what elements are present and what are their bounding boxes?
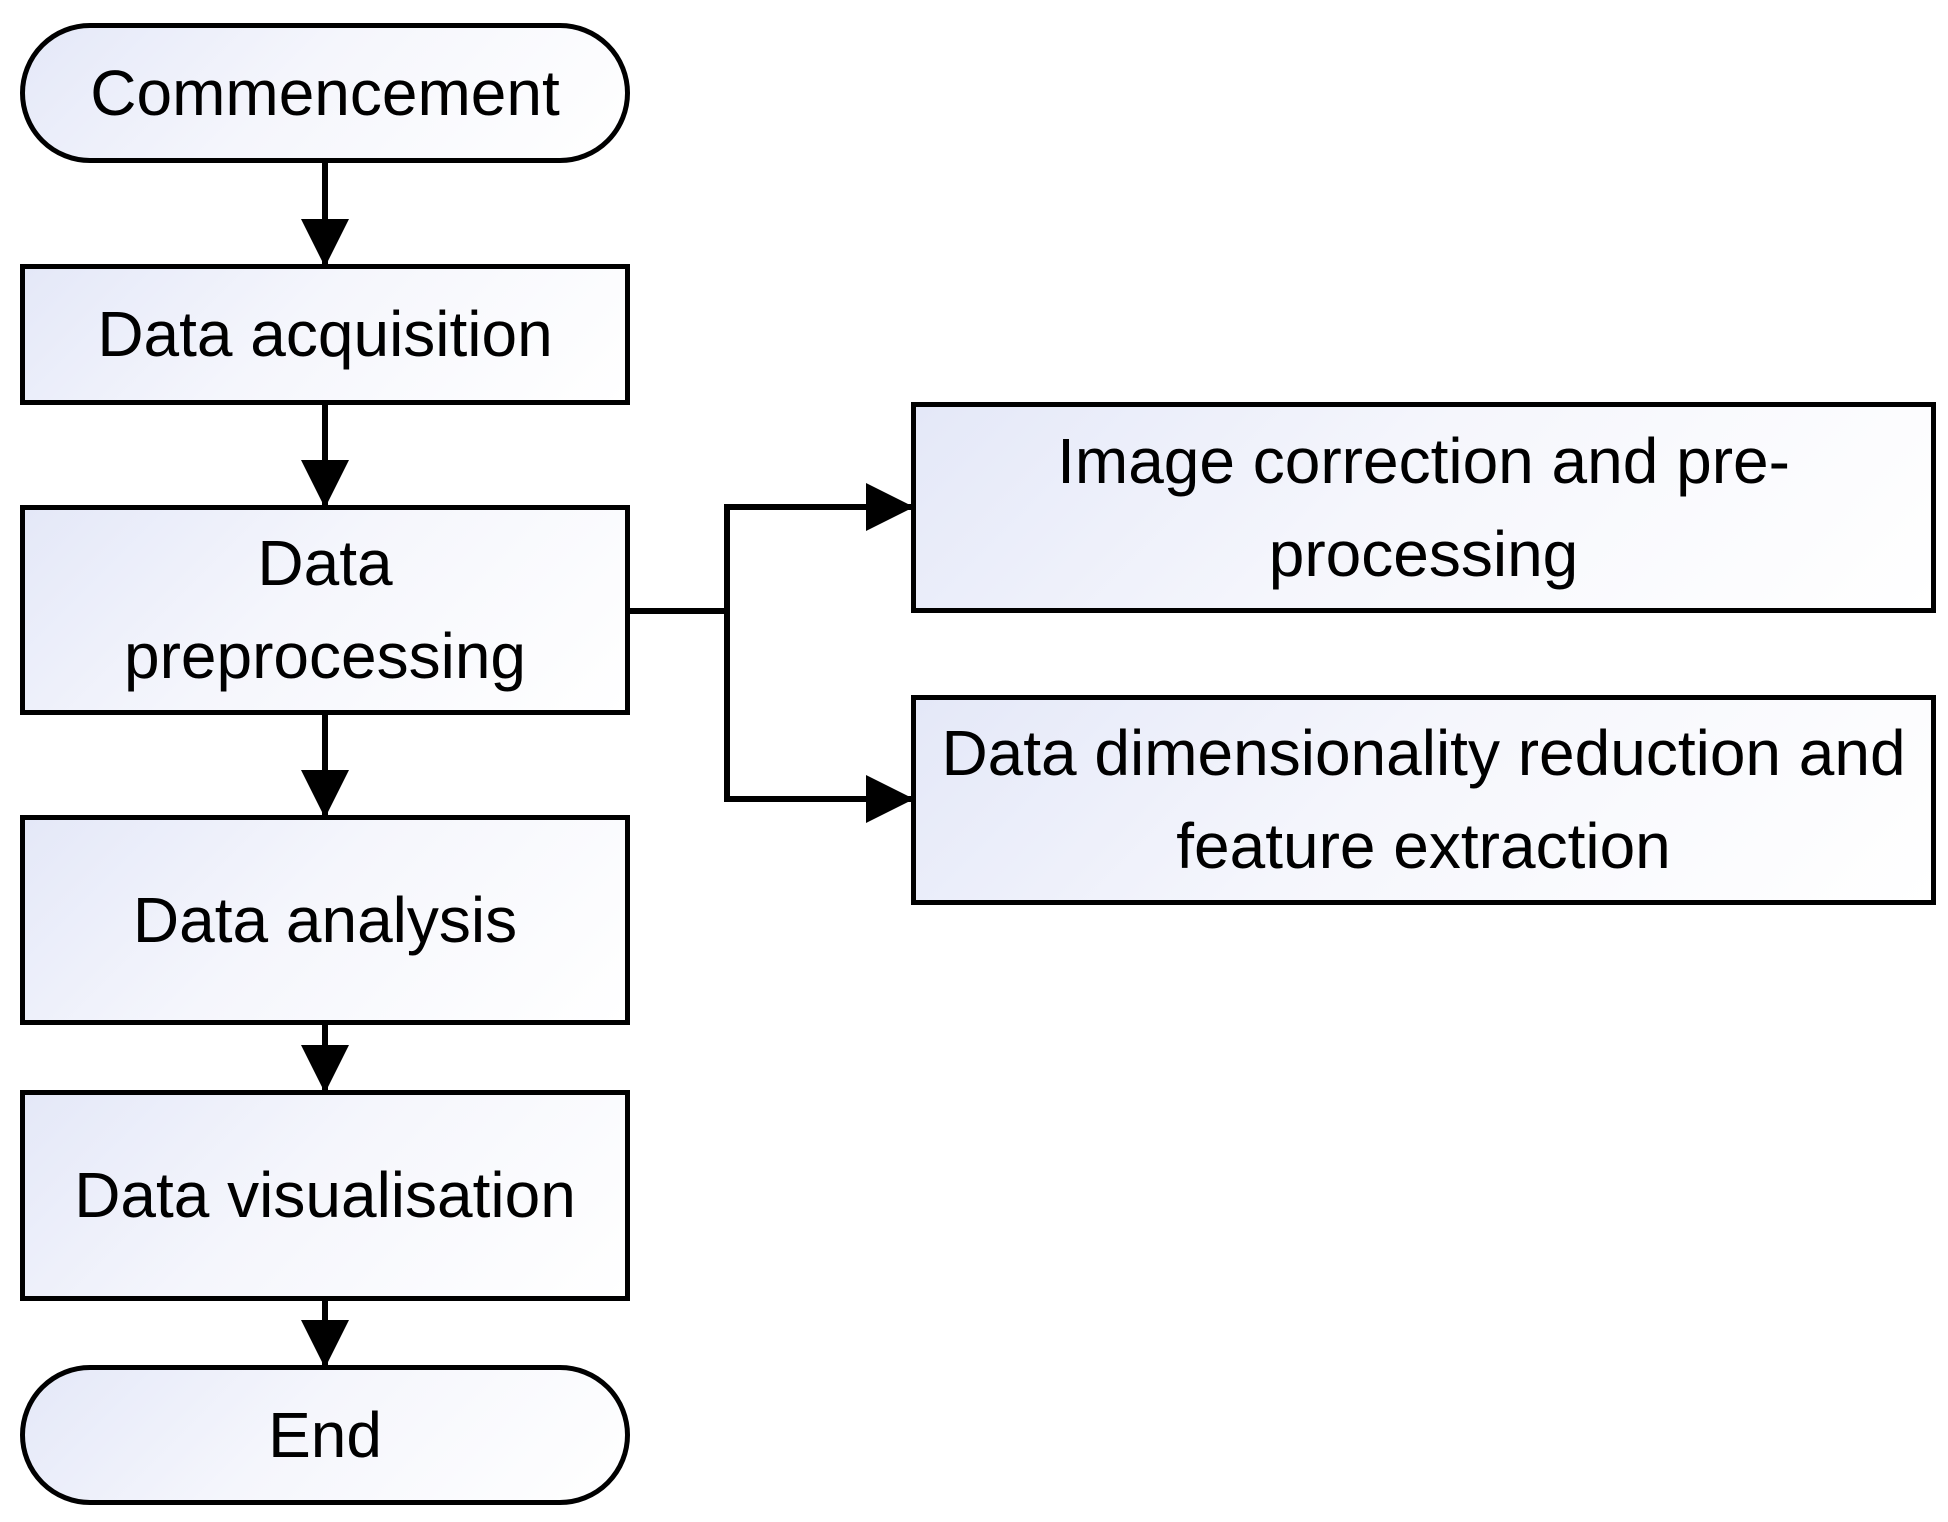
substep-image-correction: Image correction and pre-processing bbox=[911, 402, 1936, 613]
step-label: Data acquisition bbox=[97, 298, 553, 371]
step-label: Data visualisation bbox=[74, 1159, 576, 1232]
step-data-acquisition: Data acquisition bbox=[20, 264, 630, 405]
step-data-preprocessing: Data preprocessing bbox=[20, 505, 630, 715]
step-label: Data analysis bbox=[132, 883, 518, 956]
step-label: Data preprocessing bbox=[124, 527, 526, 692]
start-label: Commencement bbox=[90, 56, 560, 129]
start-terminal: Commencement bbox=[20, 23, 630, 163]
end-terminal: End bbox=[20, 1365, 630, 1505]
step-data-visualisation: Data visualisation bbox=[20, 1090, 630, 1301]
branch-connector bbox=[626, 507, 730, 799]
substep-label: Image correction and pre-processing bbox=[1057, 424, 1790, 590]
substep-label: Data dimensionality reduction and featur… bbox=[941, 717, 1906, 882]
substep-dimensionality-reduction: Data dimensionality reduction and featur… bbox=[911, 695, 1936, 905]
end-label: End bbox=[268, 1398, 382, 1471]
step-data-analysis: Data analysis bbox=[20, 815, 630, 1025]
